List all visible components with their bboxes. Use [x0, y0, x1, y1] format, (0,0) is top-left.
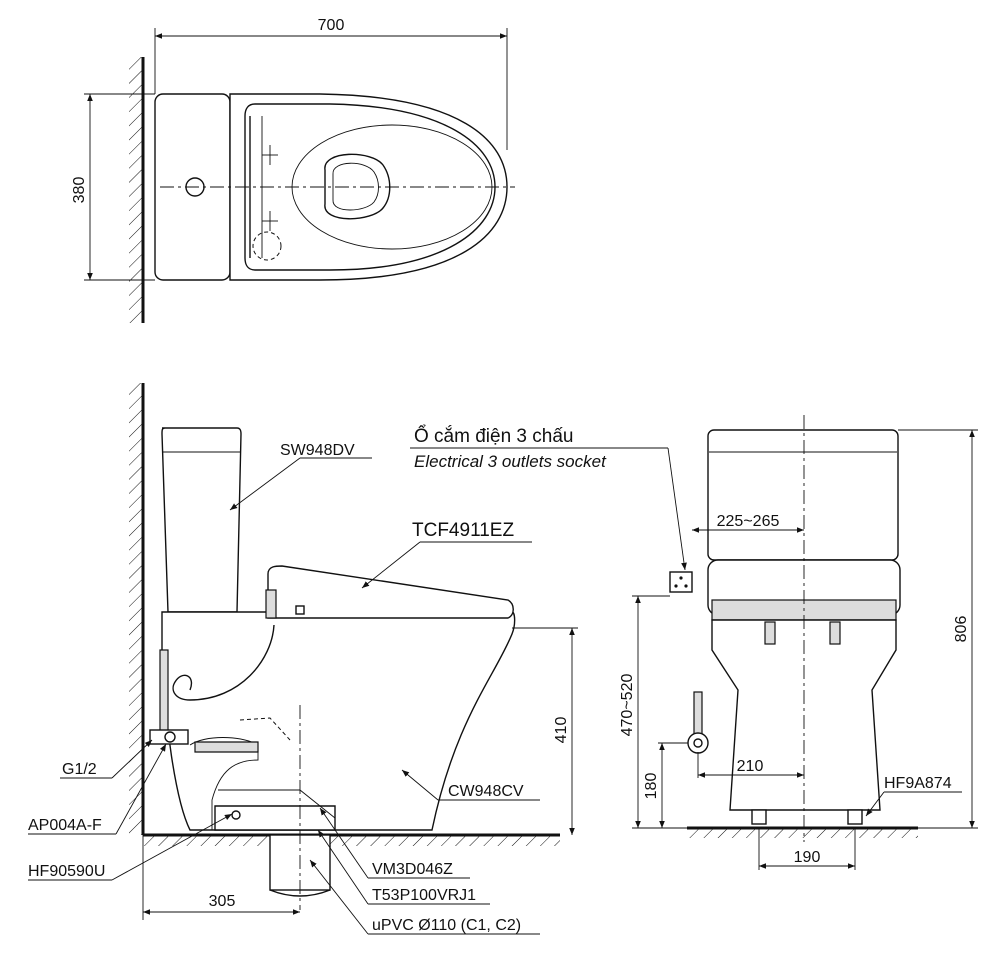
pipe-label: uPVC Ø110 (C1, C2) [372, 917, 521, 934]
total-height-dim: 806 [953, 616, 970, 643]
width-dim: 700 [318, 17, 345, 34]
seat-height-dim: 410 [553, 717, 570, 744]
rough-in-dim: 305 [209, 893, 236, 910]
depth-dim: 380 [71, 177, 88, 204]
supply-label: G1/2 [62, 761, 97, 778]
floor-hatch [687, 828, 918, 838]
supply-hose [172, 624, 275, 701]
top-view: 700 380 [71, 17, 515, 323]
tank-label: SW948DV [280, 442, 355, 459]
bolt-label: HF9A874 [884, 775, 952, 792]
electrical-socket-icon [669, 571, 693, 593]
bowl-label: CW948CV [448, 783, 524, 800]
hose-label: HF90590U [28, 863, 105, 880]
supply-height-dim: 180 [643, 773, 660, 800]
seat-side [267, 565, 514, 619]
tank-front [707, 429, 899, 561]
flange1-label: VM3D046Z [372, 861, 453, 878]
wall-hatch [129, 57, 143, 323]
side-view: 305 410 SW948DV TCF4911EZ CW948CV G1/2 A… [28, 383, 578, 935]
socket-height-dim: 470~520 [619, 674, 636, 737]
supply-offset-dim: 210 [737, 758, 764, 775]
foot-spacing-dim: 190 [794, 849, 821, 866]
bowl-outlet [324, 153, 391, 220]
flush-valve [194, 741, 259, 753]
seat-label: TCF4911EZ [412, 520, 514, 541]
wall-hatch [129, 383, 143, 835]
socket-en-label: Electrical 3 outlets socket [414, 452, 607, 471]
valve-label: AP004A-F [28, 817, 102, 834]
floor-hatch [143, 835, 268, 846]
tank-side [161, 427, 242, 613]
flange2-label: T53P100VRJ1 [372, 887, 476, 904]
socket-vi-label: Ổ cắm điện 3 chấu [414, 425, 573, 447]
supply-valve-icon [159, 649, 169, 739]
front-view: Ổ cắm điện 3 chấu Electrical 3 outlets s… [410, 415, 978, 870]
socket-offset-dim: 225~265 [717, 513, 780, 530]
